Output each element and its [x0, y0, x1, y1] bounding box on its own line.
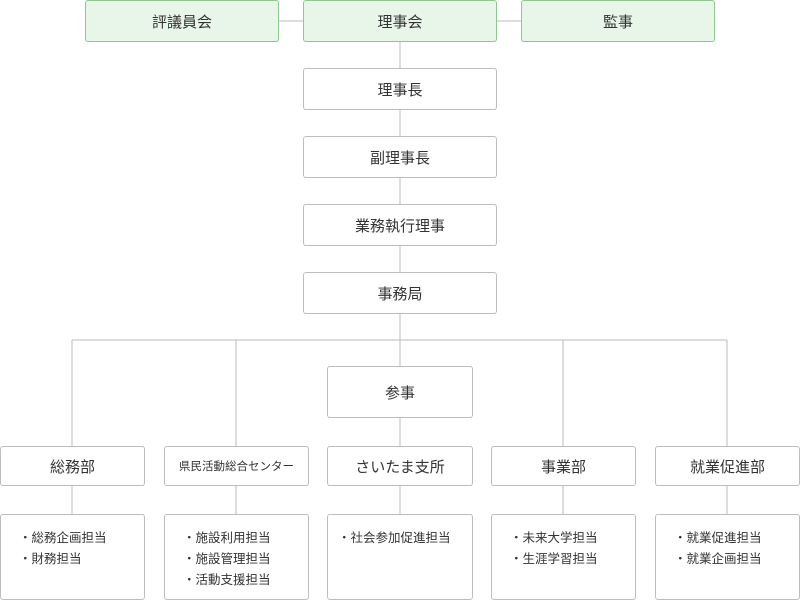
- list-item: ・施設管理担当: [183, 551, 271, 566]
- dept-general-affairs: 総務部: [0, 446, 145, 486]
- dept-saitama-branch-list: ・社会参加促進担当: [327, 514, 473, 600]
- list-item: ・財務担当: [19, 551, 82, 566]
- dept-employment-promotion: 就業促進部: [655, 446, 800, 486]
- node-auditor: 監事: [521, 0, 715, 42]
- list-item: ・活動支援担当: [183, 572, 271, 587]
- node-council: 評議員会: [85, 0, 279, 42]
- dept-employment-promotion-list: ・就業促進担当 ・就業企画担当: [655, 514, 800, 600]
- dept-business-list: ・未来大学担当 ・生涯学習担当: [491, 514, 636, 600]
- list-item: ・総務企画担当: [19, 530, 107, 545]
- list-item: ・就業企画担当: [674, 551, 762, 566]
- list-item: ・生涯学習担当: [510, 551, 598, 566]
- list-item: ・就業促進担当: [674, 530, 762, 545]
- node-vice-chairman: 副理事長: [303, 136, 497, 178]
- list-item: ・未来大学担当: [510, 530, 598, 545]
- dept-activity-center-list: ・施設利用担当 ・施設管理担当 ・活動支援担当: [164, 514, 309, 600]
- node-secretariat: 事務局: [303, 272, 497, 314]
- dept-activity-center: 県民活動総合センター: [164, 446, 309, 486]
- node-executive-director: 業務執行理事: [303, 204, 497, 246]
- dept-general-affairs-list: ・総務企画担当 ・財務担当: [0, 514, 145, 600]
- node-chairman: 理事長: [303, 68, 497, 110]
- node-counselor: 参事: [327, 366, 473, 418]
- list-item: ・施設利用担当: [183, 530, 271, 545]
- dept-saitama-branch: さいたま支所: [327, 446, 473, 486]
- dept-business: 事業部: [491, 446, 636, 486]
- list-item: ・社会参加促進担当: [338, 530, 451, 545]
- node-board: 理事会: [303, 0, 497, 42]
